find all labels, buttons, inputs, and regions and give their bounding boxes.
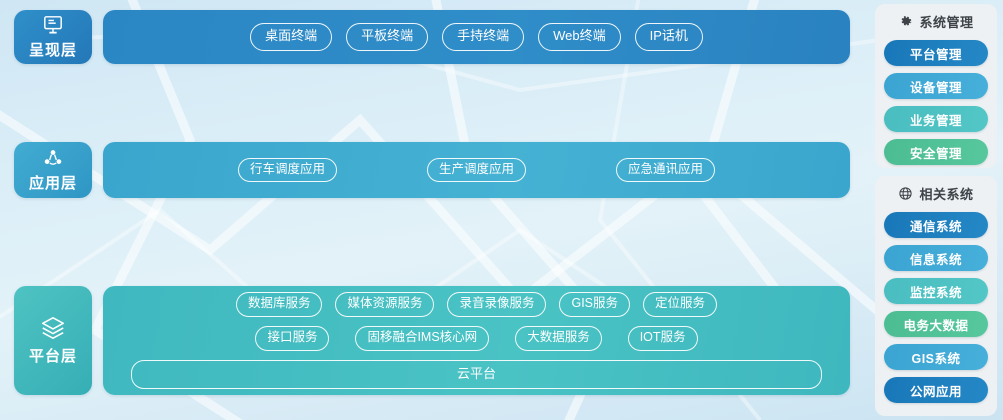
globe-icon (898, 186, 913, 201)
cloud-platform-item[interactable]: 云平台 (131, 359, 822, 389)
sidebar-item-label: 电务大数据 (903, 318, 969, 333)
sidebar-item-monitoring-system[interactable]: 监控系统 (884, 278, 988, 304)
layer-row-presentation: 呈现层 桌面终端 平板终端 手持终端 Web终端 IP话机 (0, 5, 862, 64)
sidebar-item-label: 监控系统 (909, 285, 962, 300)
list-item[interactable]: 应急通讯应用 (616, 157, 716, 183)
sidebar-item-communication-system[interactable]: 通信系统 (884, 212, 988, 238)
panel-header-related-systems: 相关系统 (884, 181, 988, 205)
list-item[interactable]: 大数据服务 (515, 325, 602, 351)
layer-row-platform: 平台层 数据库服务 媒体资源服务 录音录像服务 GIS服务 定位服务 接口服务 … (0, 143, 862, 395)
list-item[interactable]: 行车调度应用 (237, 157, 337, 183)
sidebar-item-gis-system[interactable]: GIS系统 (884, 344, 988, 370)
list-item[interactable]: 数据库服务 (235, 292, 323, 317)
list-item[interactable]: IP话机 (634, 23, 703, 51)
layers-icon (38, 315, 68, 341)
list-item[interactable]: 生产调度应用 (426, 157, 526, 183)
layer-row-carrier: 承载层 LTE-R 办公网/数据网 GSM-R 私网 IPV4/IPV6 (0, 266, 862, 332)
layer-tag-presentation[interactable]: 呈现层 (14, 10, 92, 64)
nodes-icon (42, 148, 64, 168)
sidebar-item-security-management[interactable]: 安全管理 (884, 139, 988, 165)
platform-item-groups: 数据库服务 媒体资源服务 录音录像服务 GIS服务 定位服务 接口服务 固移融合… (103, 286, 850, 395)
panel-title: 相关系统 (919, 186, 974, 202)
sidebar-item-label: 安全管理 (909, 146, 962, 161)
list-item[interactable]: 手持终端 (442, 23, 525, 51)
sidebar-item-label: GIS系统 (911, 351, 961, 366)
list-item[interactable]: 桌面终端 (250, 23, 333, 51)
monitor-icon (42, 15, 64, 35)
list-item[interactable]: 定位服务 (643, 292, 718, 317)
panel-header-system-management: 系统管理 (884, 9, 988, 33)
layer-row-perception: 感知层 智能仪表 智能传感器 图像采集 卫星定位 边缘智能 (0, 350, 862, 410)
layer-row-application: 应用层 行车调度应用 生产调度应用 应急通讯应用 (0, 71, 862, 198)
sidebar-item-label: 业务管理 (909, 113, 962, 128)
sidebar-item-label: 通信系统 (909, 219, 962, 234)
sidebar-item-label: 信息系统 (909, 252, 962, 267)
list-item[interactable]: 平板终端 (346, 23, 429, 51)
layer-label: 呈现层 (28, 41, 77, 59)
sidebar-item-information-system[interactable]: 信息系统 (884, 245, 988, 271)
layer-label: 应用层 (28, 174, 77, 192)
sidebar-item-label: 平台管理 (909, 47, 962, 62)
sidebar-item-device-management[interactable]: 设备管理 (884, 73, 988, 99)
layer-tag-platform[interactable]: 平台层 (14, 286, 92, 395)
layer-label: 平台层 (28, 348, 77, 365)
layer-body-platform: 数据库服务 媒体资源服务 录音录像服务 GIS服务 定位服务 接口服务 固移融合… (103, 286, 850, 395)
list-item[interactable]: 媒体资源服务 (335, 292, 435, 317)
list-item[interactable]: IOT服务 (627, 325, 698, 351)
list-item[interactable]: 固移融合IMS核心网 (355, 325, 490, 351)
panel-title: 系统管理 (919, 14, 974, 30)
panel-system-management: 系统管理 平台管理 设备管理 业务管理 安全管理 (875, 4, 997, 168)
right-sidebar: 系统管理 平台管理 设备管理 业务管理 安全管理 (869, 0, 1003, 420)
presentation-item-list: 桌面终端 平板终端 手持终端 Web终端 IP话机 (103, 10, 850, 64)
list-item[interactable]: 接口服务 (255, 325, 330, 351)
layer-stack: 呈现层 桌面终端 平板终端 手持终端 Web终端 IP话机 (0, 5, 862, 410)
sidebar-item-label: 设备管理 (909, 80, 962, 95)
panel-related-systems: 相关系统 通信系统 信息系统 监控系统 电务大数据 GIS系统 公网应用 (875, 176, 997, 416)
sidebar-item-label: 公网应用 (909, 384, 962, 399)
application-item-list: 行车调度应用 生产调度应用 应急通讯应用 (103, 142, 850, 198)
sidebar-item-platform-management[interactable]: 平台管理 (884, 40, 988, 66)
sidebar-item-business-management[interactable]: 业务管理 (884, 106, 988, 132)
list-item[interactable]: Web终端 (538, 23, 621, 51)
sidebar-item-public-network-application[interactable]: 公网应用 (884, 377, 988, 403)
layer-body-application: 行车调度应用 生产调度应用 应急通讯应用 (103, 142, 850, 198)
sidebar-item-electrical-big-data[interactable]: 电务大数据 (884, 311, 988, 337)
list-item[interactable]: GIS服务 (559, 292, 631, 317)
gear-icon (898, 14, 913, 29)
layer-tag-application[interactable]: 应用层 (14, 142, 92, 198)
platform-row-3: 云平台 (117, 359, 836, 389)
list-item[interactable]: 录音录像服务 (447, 292, 547, 317)
layer-body-presentation: 桌面终端 平板终端 手持终端 Web终端 IP话机 (103, 10, 850, 64)
platform-row-2: 接口服务 固移融合IMS核心网 大数据服务 IOT服务 (117, 325, 836, 351)
platform-row-1: 数据库服务 媒体资源服务 录音录像服务 GIS服务 定位服务 (117, 292, 836, 317)
